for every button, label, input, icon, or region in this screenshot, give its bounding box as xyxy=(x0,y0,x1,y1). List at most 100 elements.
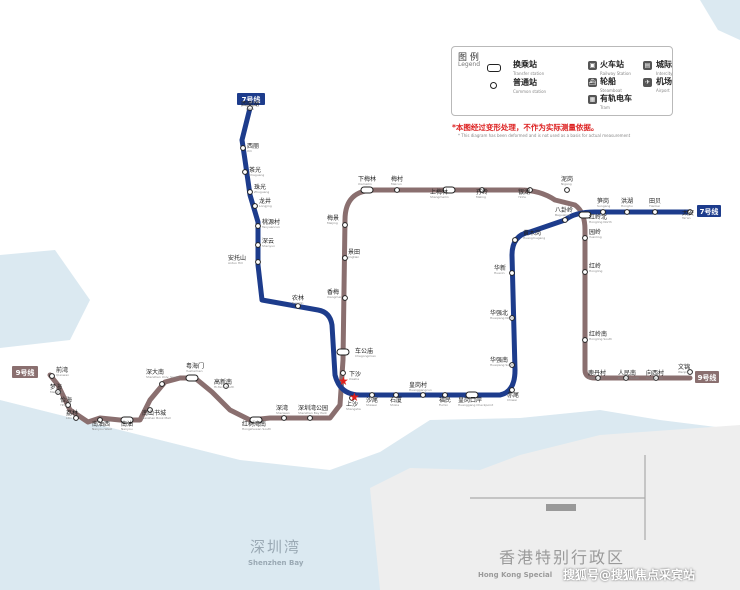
station-marker xyxy=(340,370,346,376)
station-label: 皇岗村 xyxy=(409,381,427,389)
station-label-en: Huaqiang North xyxy=(490,316,514,320)
station-label: 下梅林 xyxy=(358,175,376,183)
station-label-en: Nigang xyxy=(561,182,572,186)
station-label-en: Huaxin xyxy=(494,271,505,275)
station-marker xyxy=(442,392,448,398)
station-label-en: Sungang xyxy=(597,204,610,208)
station-marker xyxy=(240,145,246,151)
station-label: 梅景 xyxy=(327,214,339,222)
ferry-icon: ⛴ xyxy=(588,78,597,87)
airport-icon: ✈ xyxy=(643,78,652,87)
station-label-en: Huangmugang xyxy=(523,236,545,240)
station-label-en: Chaguang xyxy=(249,173,264,177)
station-label-en: Xiangmei xyxy=(327,295,341,299)
station-label-en: Huanggangcun xyxy=(409,388,432,392)
station-label-en: Taoyuancun xyxy=(261,225,280,229)
station-label-en: Meicun xyxy=(391,182,402,186)
transfer-station-marker xyxy=(336,348,350,356)
station-marker xyxy=(255,259,261,265)
station-label-en: Qianwan xyxy=(56,373,69,377)
station-label: 华强北 xyxy=(490,309,508,317)
station-label-en: Shangsha xyxy=(346,407,361,411)
svg-text:9号线: 9号线 xyxy=(698,373,717,382)
station-marker xyxy=(255,242,261,248)
line9-right-badge: 9号线 xyxy=(695,371,719,383)
station-label-en: Honghu xyxy=(621,204,633,208)
station-label-en: Xiasha xyxy=(349,377,359,381)
station-label: 怡海 xyxy=(60,396,72,404)
station-label: 红树湾南 xyxy=(242,420,266,428)
station-label: 鹿丹村 xyxy=(588,369,606,377)
station-marker xyxy=(65,402,71,408)
station-label-en: Nanshan Book Mall xyxy=(142,416,171,420)
station-label-en: Huaqiang South xyxy=(490,363,514,367)
station-label: 福民 xyxy=(439,396,451,404)
station-marker xyxy=(247,105,253,111)
station-label: 黄木岗 xyxy=(523,229,541,237)
legend-common-symbol xyxy=(490,82,497,89)
line9-left-badge: 9号线 xyxy=(12,366,38,378)
station-label: 红岭南 xyxy=(589,330,607,338)
station-label: 深大南 xyxy=(146,368,164,376)
water-right-top xyxy=(700,0,740,40)
